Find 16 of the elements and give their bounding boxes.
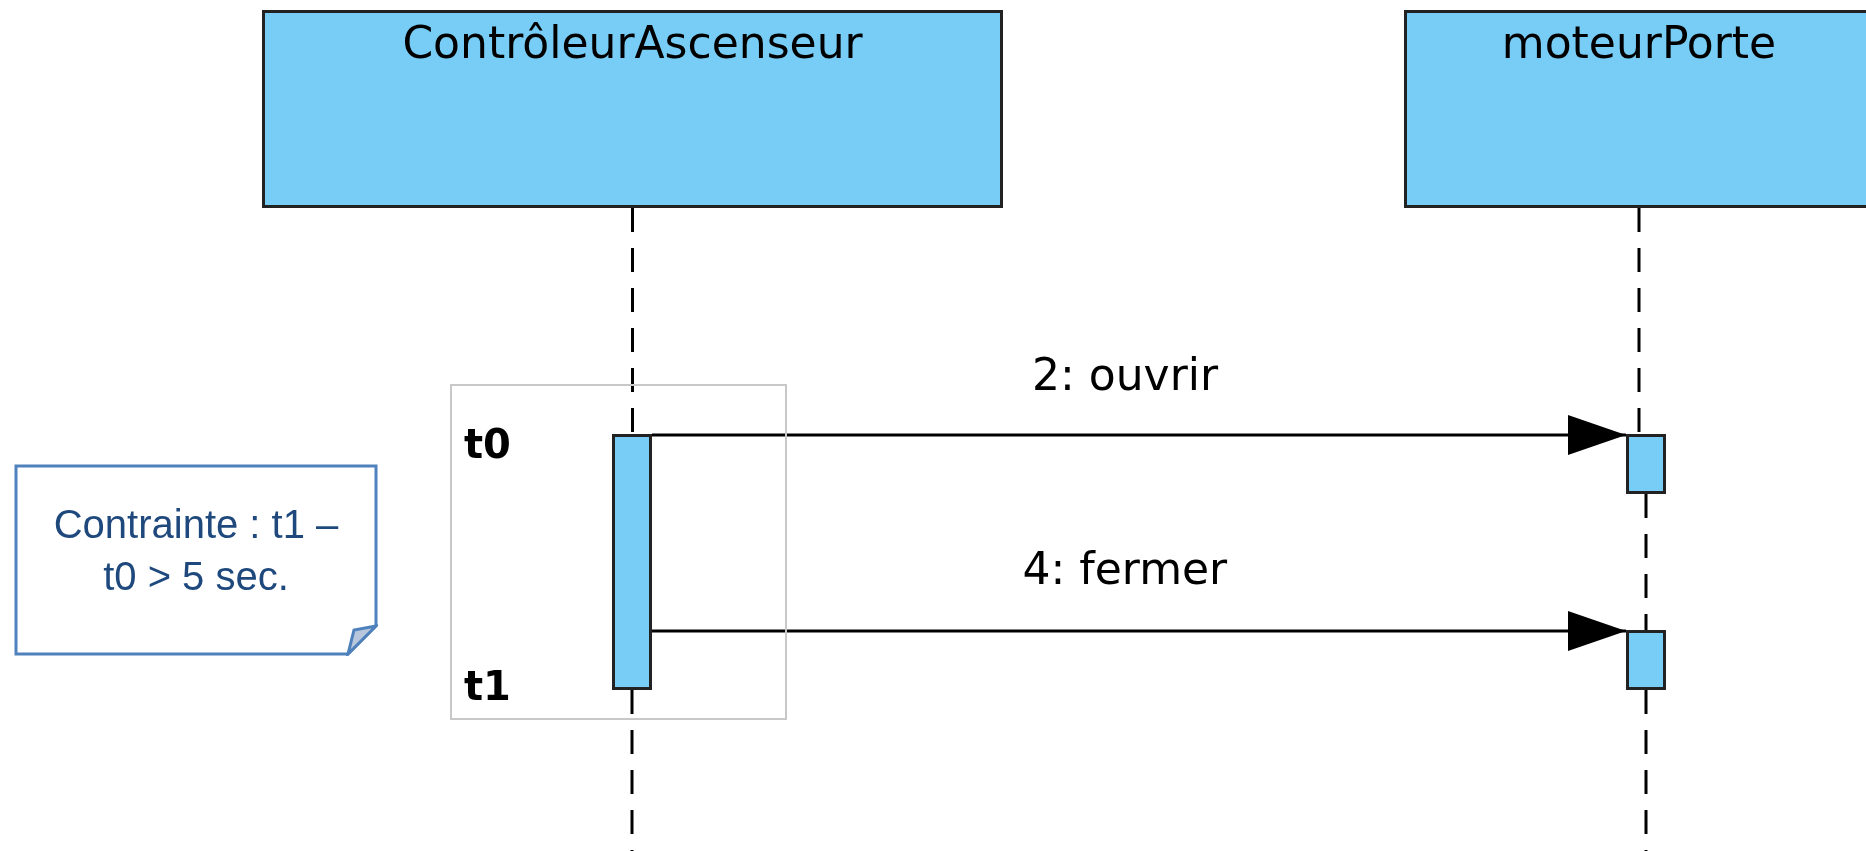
object-box: moteurPorte [1404, 10, 1866, 208]
message-arrow [652, 611, 1626, 651]
lifeline [1644, 494, 1648, 630]
activation-bar [1626, 630, 1666, 690]
message-arrow [652, 415, 1626, 455]
time-label: t0 [464, 424, 511, 464]
lifeline [630, 690, 634, 851]
timing-frame [450, 384, 787, 720]
object-box: ContrôleurAscenseur [262, 10, 1003, 208]
activation-bar [1626, 434, 1666, 494]
time-label: t1 [464, 666, 511, 706]
lifeline [631, 208, 634, 434]
note-box: Contrainte : t1 – t0 > 5 sec. [14, 464, 378, 656]
activation-bar [612, 434, 652, 690]
lifeline [1644, 690, 1648, 851]
lifeline [1637, 208, 1641, 434]
